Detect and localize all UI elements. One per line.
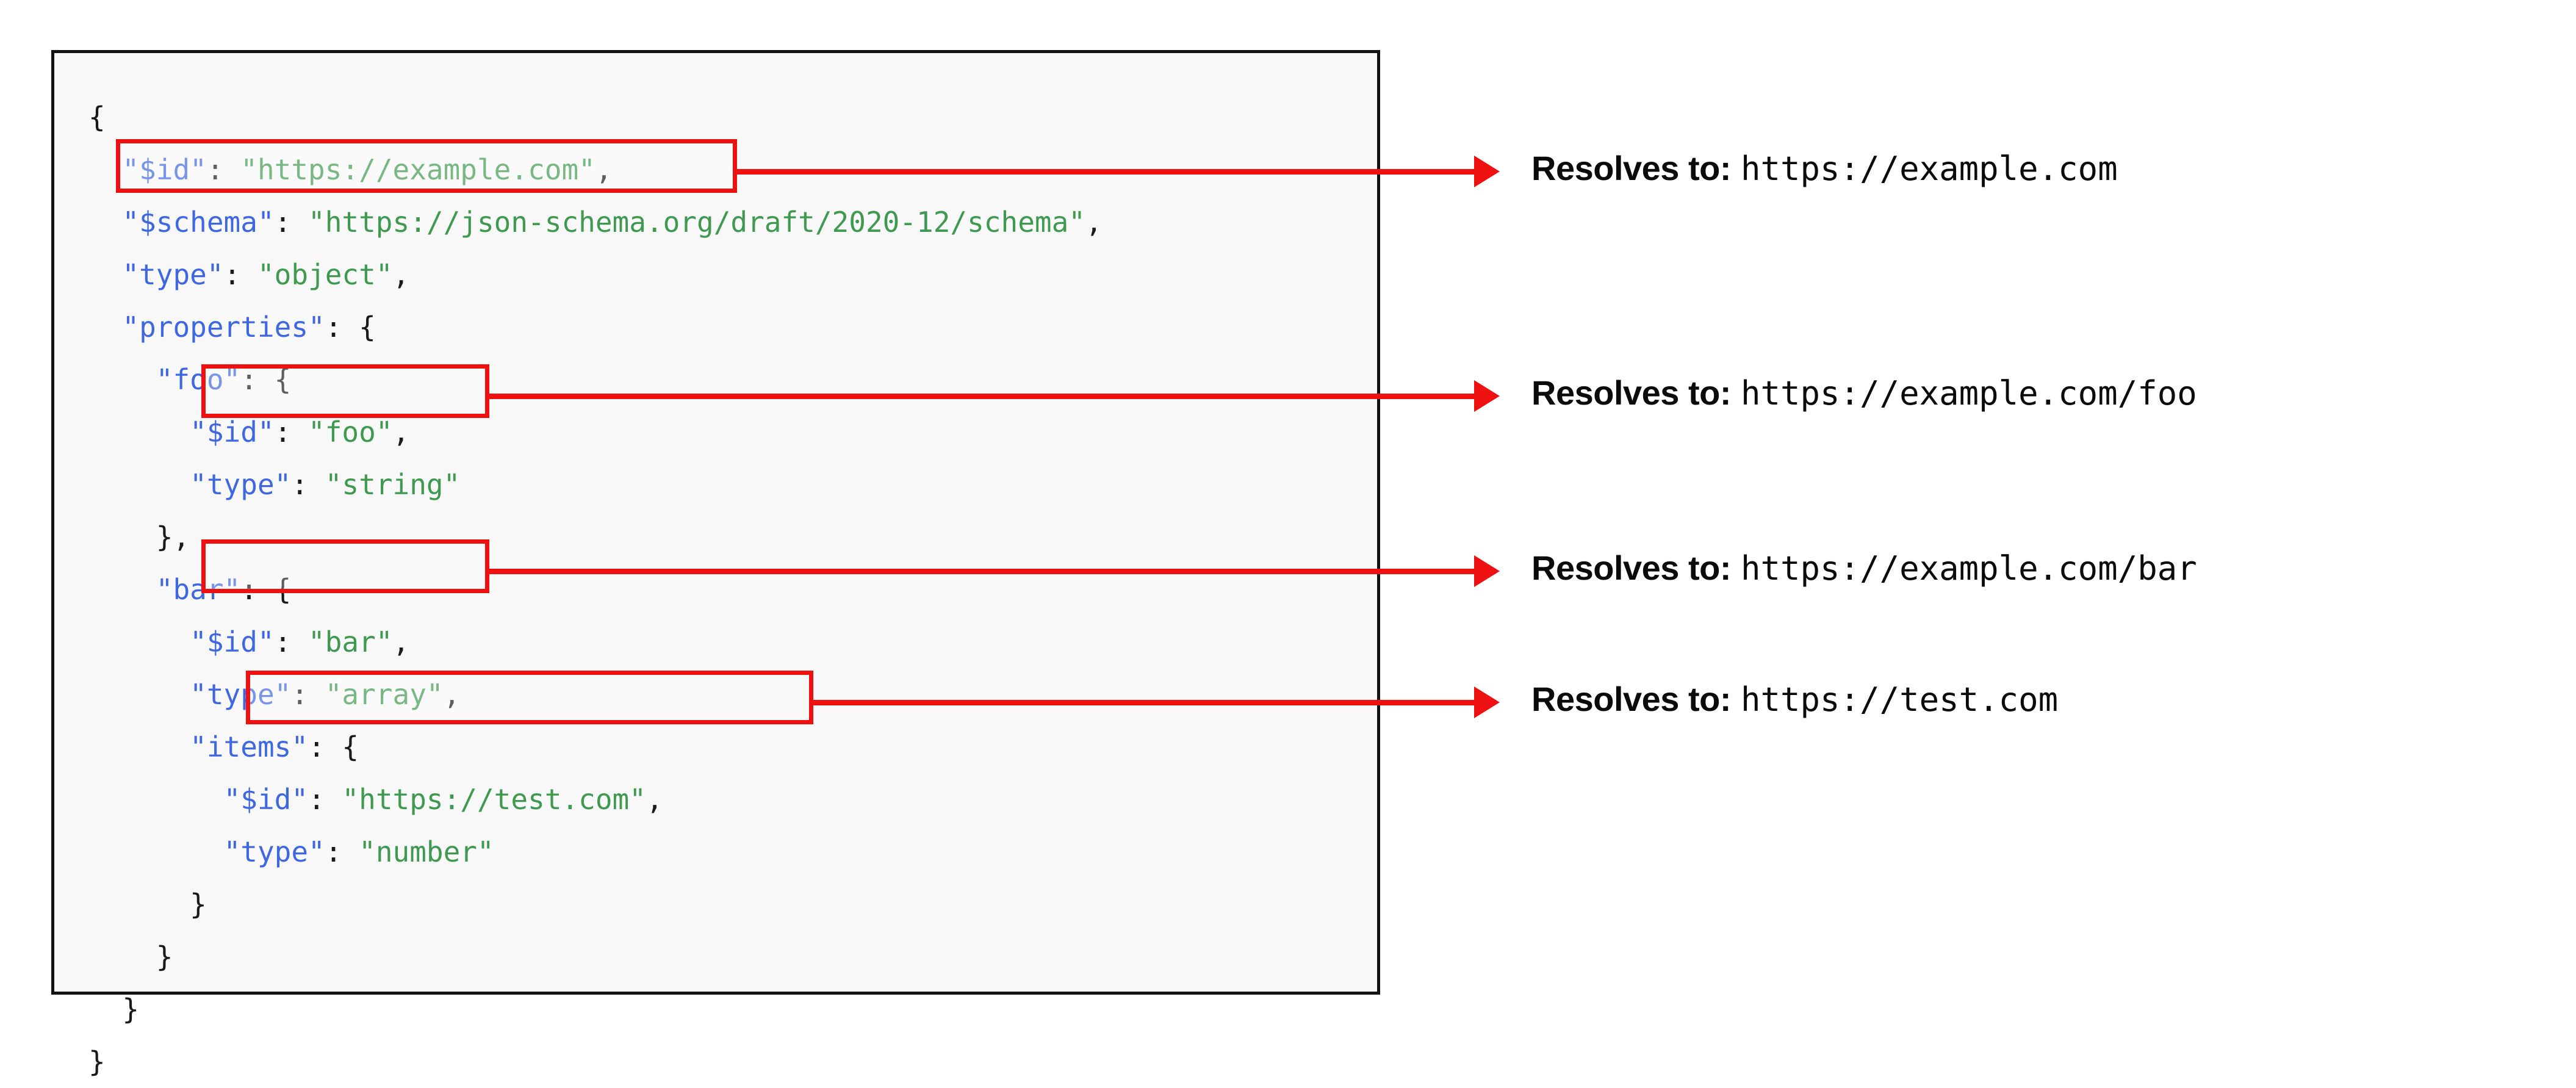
code-token: "$id" [190, 625, 275, 658]
code-token: "string" [325, 468, 461, 501]
code-line: "$schema": "https://json-schema.org/draf… [88, 196, 1103, 248]
code-token: }, [156, 521, 190, 553]
code-token: "foo" [156, 363, 241, 396]
arrow-line-3 [487, 569, 1477, 574]
code-token: } [156, 940, 173, 973]
code-token: : { [308, 730, 359, 763]
code-token: } [122, 993, 140, 1026]
code-line: "type": "array", [88, 668, 1103, 721]
arrow-line-4 [811, 700, 1477, 705]
resolves-to-label-1: Resolves to: [1531, 149, 1732, 187]
code-line: "$id": "bar", [88, 616, 1103, 668]
code-token: "foo" [308, 416, 393, 449]
code-token: "number" [359, 835, 494, 868]
code-token: , [646, 783, 663, 816]
code-line: "foo": { [88, 353, 1103, 406]
code-token: "https://example.com" [240, 153, 595, 186]
code-token: "bar" [156, 573, 241, 606]
code-token: "properties" [122, 311, 325, 344]
code-line: } [88, 931, 1103, 983]
code-token: "array" [325, 678, 444, 711]
code-token: , [392, 416, 410, 449]
resolved-url-3: https://example.com/bar [1741, 549, 2197, 588]
code-token: } [190, 888, 207, 921]
resolution-row-3: Resolves to: https://example.com/bar [1531, 548, 2197, 588]
code-line: } [88, 983, 1103, 1036]
code-token: : [291, 468, 325, 501]
code-token: "$id" [190, 416, 275, 449]
code-token: "https://json-schema.org/draft/2020-12/s… [308, 206, 1085, 239]
code-token: "bar" [308, 625, 393, 658]
code-line: "type": "number" [88, 826, 1103, 878]
code-line: }, [88, 511, 1103, 563]
resolution-row-2: Resolves to: https://example.com/foo [1531, 373, 2197, 413]
code-token: , [392, 258, 410, 291]
code-token: { [88, 101, 106, 134]
arrow-head-icon-3 [1474, 555, 1500, 587]
code-token: , [443, 678, 461, 711]
code-line: "items": { [88, 721, 1103, 773]
code-token: : [206, 153, 241, 186]
code-token: : [223, 258, 257, 291]
code-token: : [274, 206, 309, 239]
code-line: "$id": "foo", [88, 406, 1103, 458]
code-token: "type" [122, 258, 224, 291]
resolves-to-label-3: Resolves to: [1531, 549, 1732, 587]
arrow-head-icon-4 [1474, 686, 1500, 718]
code-line: "type": "object", [88, 248, 1103, 301]
code-token: : { [325, 311, 376, 344]
arrow-head-icon-1 [1474, 156, 1500, 187]
code-token: "type" [223, 835, 325, 868]
code-token: , [595, 153, 613, 186]
code-line: "$id": "https://test.com", [88, 773, 1103, 826]
code-token: "$id" [223, 783, 309, 816]
code-line: } [88, 878, 1103, 931]
arrow-line-1 [735, 169, 1477, 175]
code-token: , [392, 625, 410, 658]
code-token: , [1085, 206, 1103, 239]
code-token: : { [240, 363, 292, 396]
code-token: } [88, 1045, 106, 1078]
code-token: "$schema" [122, 206, 275, 239]
code-line: { [88, 91, 1103, 143]
code-token: "$id" [122, 153, 207, 186]
arrow-line-2 [487, 394, 1477, 399]
code-token: "items" [190, 730, 309, 763]
code-token: "object" [257, 258, 393, 291]
code-line: "properties": { [88, 301, 1103, 353]
code-token: : [291, 678, 325, 711]
code-token: : [325, 835, 359, 868]
resolution-row-4: Resolves to: https://test.com [1531, 679, 2058, 719]
code-token: "type" [190, 468, 292, 501]
code-token: : [274, 625, 309, 658]
resolved-url-4: https://test.com [1741, 680, 2059, 719]
resolved-url-1: https://example.com [1741, 150, 2118, 188]
resolves-to-label-2: Resolves to: [1531, 373, 1732, 412]
resolution-row-1: Resolves to: https://example.com [1531, 148, 2118, 188]
resolved-url-2: https://example.com/foo [1741, 374, 2197, 413]
json-code-listing: { "$id": "https://example.com", "$schema… [88, 91, 1103, 1088]
code-token: "https://test.com" [342, 783, 646, 816]
code-token: : [308, 783, 342, 816]
code-token: : [274, 416, 309, 449]
resolves-to-label-4: Resolves to: [1531, 680, 1732, 718]
arrow-head-icon-2 [1474, 380, 1500, 412]
json-schema-code-panel: { "$id": "https://example.com", "$schema… [51, 50, 1380, 1078]
code-line: "$id": "https://example.com", [88, 143, 1103, 196]
code-token: "type" [190, 678, 292, 711]
code-line: "type": "string" [88, 458, 1103, 511]
code-token: : { [240, 573, 292, 606]
